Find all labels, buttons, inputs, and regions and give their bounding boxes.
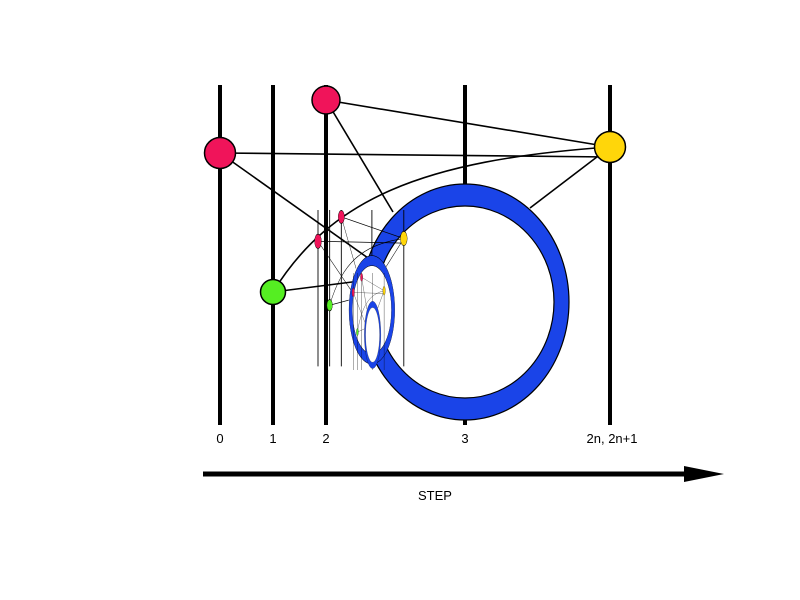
step-label-0: 0	[216, 431, 223, 446]
edge-step2-to-ring	[325, 99, 394, 213]
node-step2n-yellow	[593, 130, 627, 164]
step-labels: 0 1 2 3 2n, 2n+1	[216, 431, 637, 446]
node-step0-pink	[203, 136, 237, 170]
edge-step2n-to-ring	[529, 146, 611, 209]
step-label-2n: 2n, 2n+1	[587, 431, 638, 446]
edge-step2-to-step2n	[325, 99, 611, 148]
edge-step0-to-ring	[219, 152, 369, 259]
node-step2-pink	[311, 85, 341, 115]
edge-step1-to-ring	[272, 280, 361, 293]
edges	[219, 99, 611, 293]
recursive-ring	[313, 183, 570, 421]
step-label-3: 3	[461, 431, 468, 446]
axis-label-step: STEP	[418, 488, 452, 503]
step-label-2: 2	[322, 431, 329, 446]
node-step1-green	[259, 278, 287, 306]
step-axis-arrow	[203, 466, 724, 482]
nodes	[203, 85, 627, 306]
edge-step0-to-step2n	[219, 152, 611, 158]
step-label-1: 1	[269, 431, 276, 446]
edge-step1-to-step2n-curve	[272, 146, 611, 293]
